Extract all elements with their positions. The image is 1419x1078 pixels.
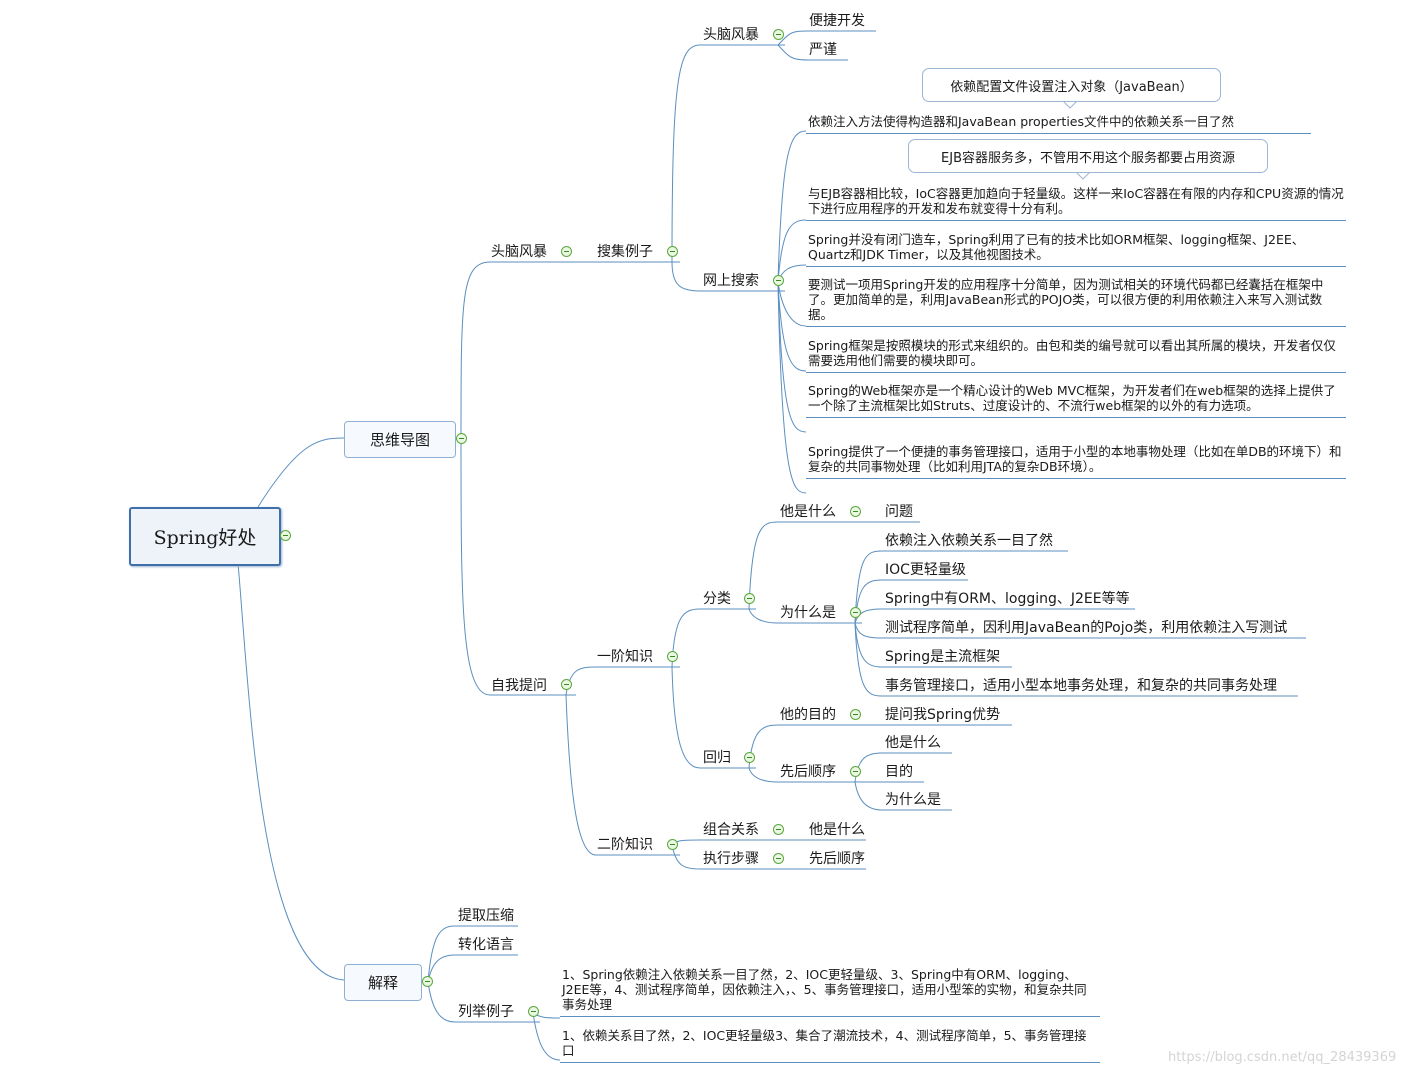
node-collect-examples[interactable]: 搜集例子 <box>597 244 653 260</box>
node-list-examples[interactable]: 列举例子 <box>458 1004 514 1020</box>
example-item[interactable]: 1、Spring依赖注入依赖关系一目了然，2、IOC更轻量级、3、Spring中… <box>560 967 1100 1017</box>
web-item[interactable]: Spring提供了一个便捷的事务管理接口，适用于小型的本地事物处理（比如在单DB… <box>806 444 1346 479</box>
node-steps[interactable]: 执行步骤 <box>703 851 759 867</box>
leaf-why-item[interactable]: 依赖注入依赖关系一目了然 <box>885 533 1053 549</box>
collapse-toggle-icon[interactable] <box>667 246 678 257</box>
collapse-toggle-icon[interactable] <box>850 766 861 777</box>
collapse-toggle-icon[interactable] <box>773 275 784 286</box>
collapse-toggle-icon[interactable] <box>773 824 784 835</box>
leaf-rigorous[interactable]: 严谨 <box>809 42 837 58</box>
leaf-why-item[interactable]: 测试程序简单，因利用JavaBean的Pojo类，利用依赖注入写测试 <box>885 620 1288 636</box>
collapse-toggle-icon[interactable] <box>773 29 784 40</box>
collapse-toggle-icon[interactable] <box>850 506 861 517</box>
leaf-why-item[interactable]: Spring是主流框架 <box>885 649 1001 665</box>
web-item[interactable]: 与EJB容器相比较，IoC容器更加趋向于轻量级。这样一来IoC容器在有限的内存和… <box>806 186 1346 221</box>
callout-note: 依赖配置文件设置注入对象（JavaBean） <box>922 68 1221 102</box>
node-regress[interactable]: 回归 <box>703 750 731 766</box>
collapse-toggle-icon[interactable] <box>561 679 572 690</box>
watermark: https://blog.csdn.net/qq_28439369 <box>1168 1050 1397 1065</box>
node-brainstorm-inner[interactable]: 头脑风暴 <box>703 27 759 43</box>
leaf-purpose[interactable]: 提问我Spring优势 <box>885 707 1001 723</box>
collapse-toggle-icon[interactable] <box>667 839 678 850</box>
collapse-toggle-icon[interactable] <box>422 976 433 987</box>
node-why[interactable]: 为什么是 <box>780 605 836 621</box>
web-item[interactable]: 依赖注入方法使得构造器和JavaBean properties文件中的依赖关系一… <box>806 114 1311 134</box>
node-order[interactable]: 先后顺序 <box>780 764 836 780</box>
collapse-toggle-icon[interactable] <box>667 651 678 662</box>
node-category[interactable]: 分类 <box>703 591 731 607</box>
node-explain[interactable]: 解释 <box>344 964 422 1001</box>
collapse-toggle-icon[interactable] <box>773 853 784 864</box>
leaf-question[interactable]: 问题 <box>885 504 913 520</box>
collapse-toggle-icon[interactable] <box>528 1006 539 1017</box>
collapse-toggle-icon[interactable] <box>456 433 467 444</box>
node-what[interactable]: 他是什么 <box>780 504 836 520</box>
node-brainstorm[interactable]: 头脑风暴 <box>491 244 547 260</box>
callout-note: EJB容器服务多，不管用不用这个服务都要占用资源 <box>908 139 1268 173</box>
node-combo[interactable]: 组合关系 <box>703 822 759 838</box>
node-translate[interactable]: 转化语言 <box>458 937 514 953</box>
web-item[interactable]: Spring的Web框架亦是一个精心设计的Web MVC框架，为开发者们在web… <box>806 383 1346 418</box>
web-item[interactable]: 要测试一项用Spring开发的应用程序十分简单，因为测试相关的环境代码都已经囊括… <box>806 277 1346 327</box>
collapse-toggle-icon[interactable] <box>280 530 291 541</box>
node-web-search[interactable]: 网上搜索 <box>703 273 759 289</box>
collapse-toggle-icon[interactable] <box>850 709 861 720</box>
leaf-why-item[interactable]: 事务管理接口，适用小型本地事务处理，和复杂的共同事务处理 <box>885 678 1277 694</box>
leaf-convenient[interactable]: 便捷开发 <box>809 13 865 29</box>
collapse-toggle-icon[interactable] <box>744 752 755 763</box>
node-self-ask[interactable]: 自我提问 <box>491 678 547 694</box>
leaf-steps[interactable]: 先后顺序 <box>809 851 865 867</box>
leaf-order[interactable]: 为什么是 <box>885 792 941 808</box>
node-extract[interactable]: 提取压缩 <box>458 908 514 924</box>
node-level2[interactable]: 二阶知识 <box>597 837 653 853</box>
leaf-order[interactable]: 目的 <box>885 764 913 780</box>
leaf-order[interactable]: 他是什么 <box>885 735 941 751</box>
leaf-why-item[interactable]: IOC更轻量级 <box>885 562 966 578</box>
leaf-why-item[interactable]: Spring中有ORM、logging、J2EE等等 <box>885 591 1130 607</box>
collapse-toggle-icon[interactable] <box>561 246 572 257</box>
leaf-combo[interactable]: 他是什么 <box>809 822 865 838</box>
collapse-toggle-icon[interactable] <box>744 593 755 604</box>
node-level1[interactable]: 一阶知识 <box>597 649 653 665</box>
web-item[interactable]: Spring并没有闭门造车，Spring利用了已有的技术比如ORM框架、logg… <box>806 232 1346 267</box>
web-item[interactable]: Spring框架是按照模块的形式来组织的。由包和类的编号就可以看出其所属的模块，… <box>806 338 1346 373</box>
node-purpose[interactable]: 他的目的 <box>780 707 836 723</box>
collapse-toggle-icon[interactable] <box>850 607 861 618</box>
node-mindmap[interactable]: 思维导图 <box>344 421 456 458</box>
example-item[interactable]: 1、依赖关系目了然，2、IOC更轻量级3、集合了潮流技术，4、测试程序简单，5、… <box>560 1028 1100 1063</box>
root-node[interactable]: Spring好处 <box>129 507 281 566</box>
